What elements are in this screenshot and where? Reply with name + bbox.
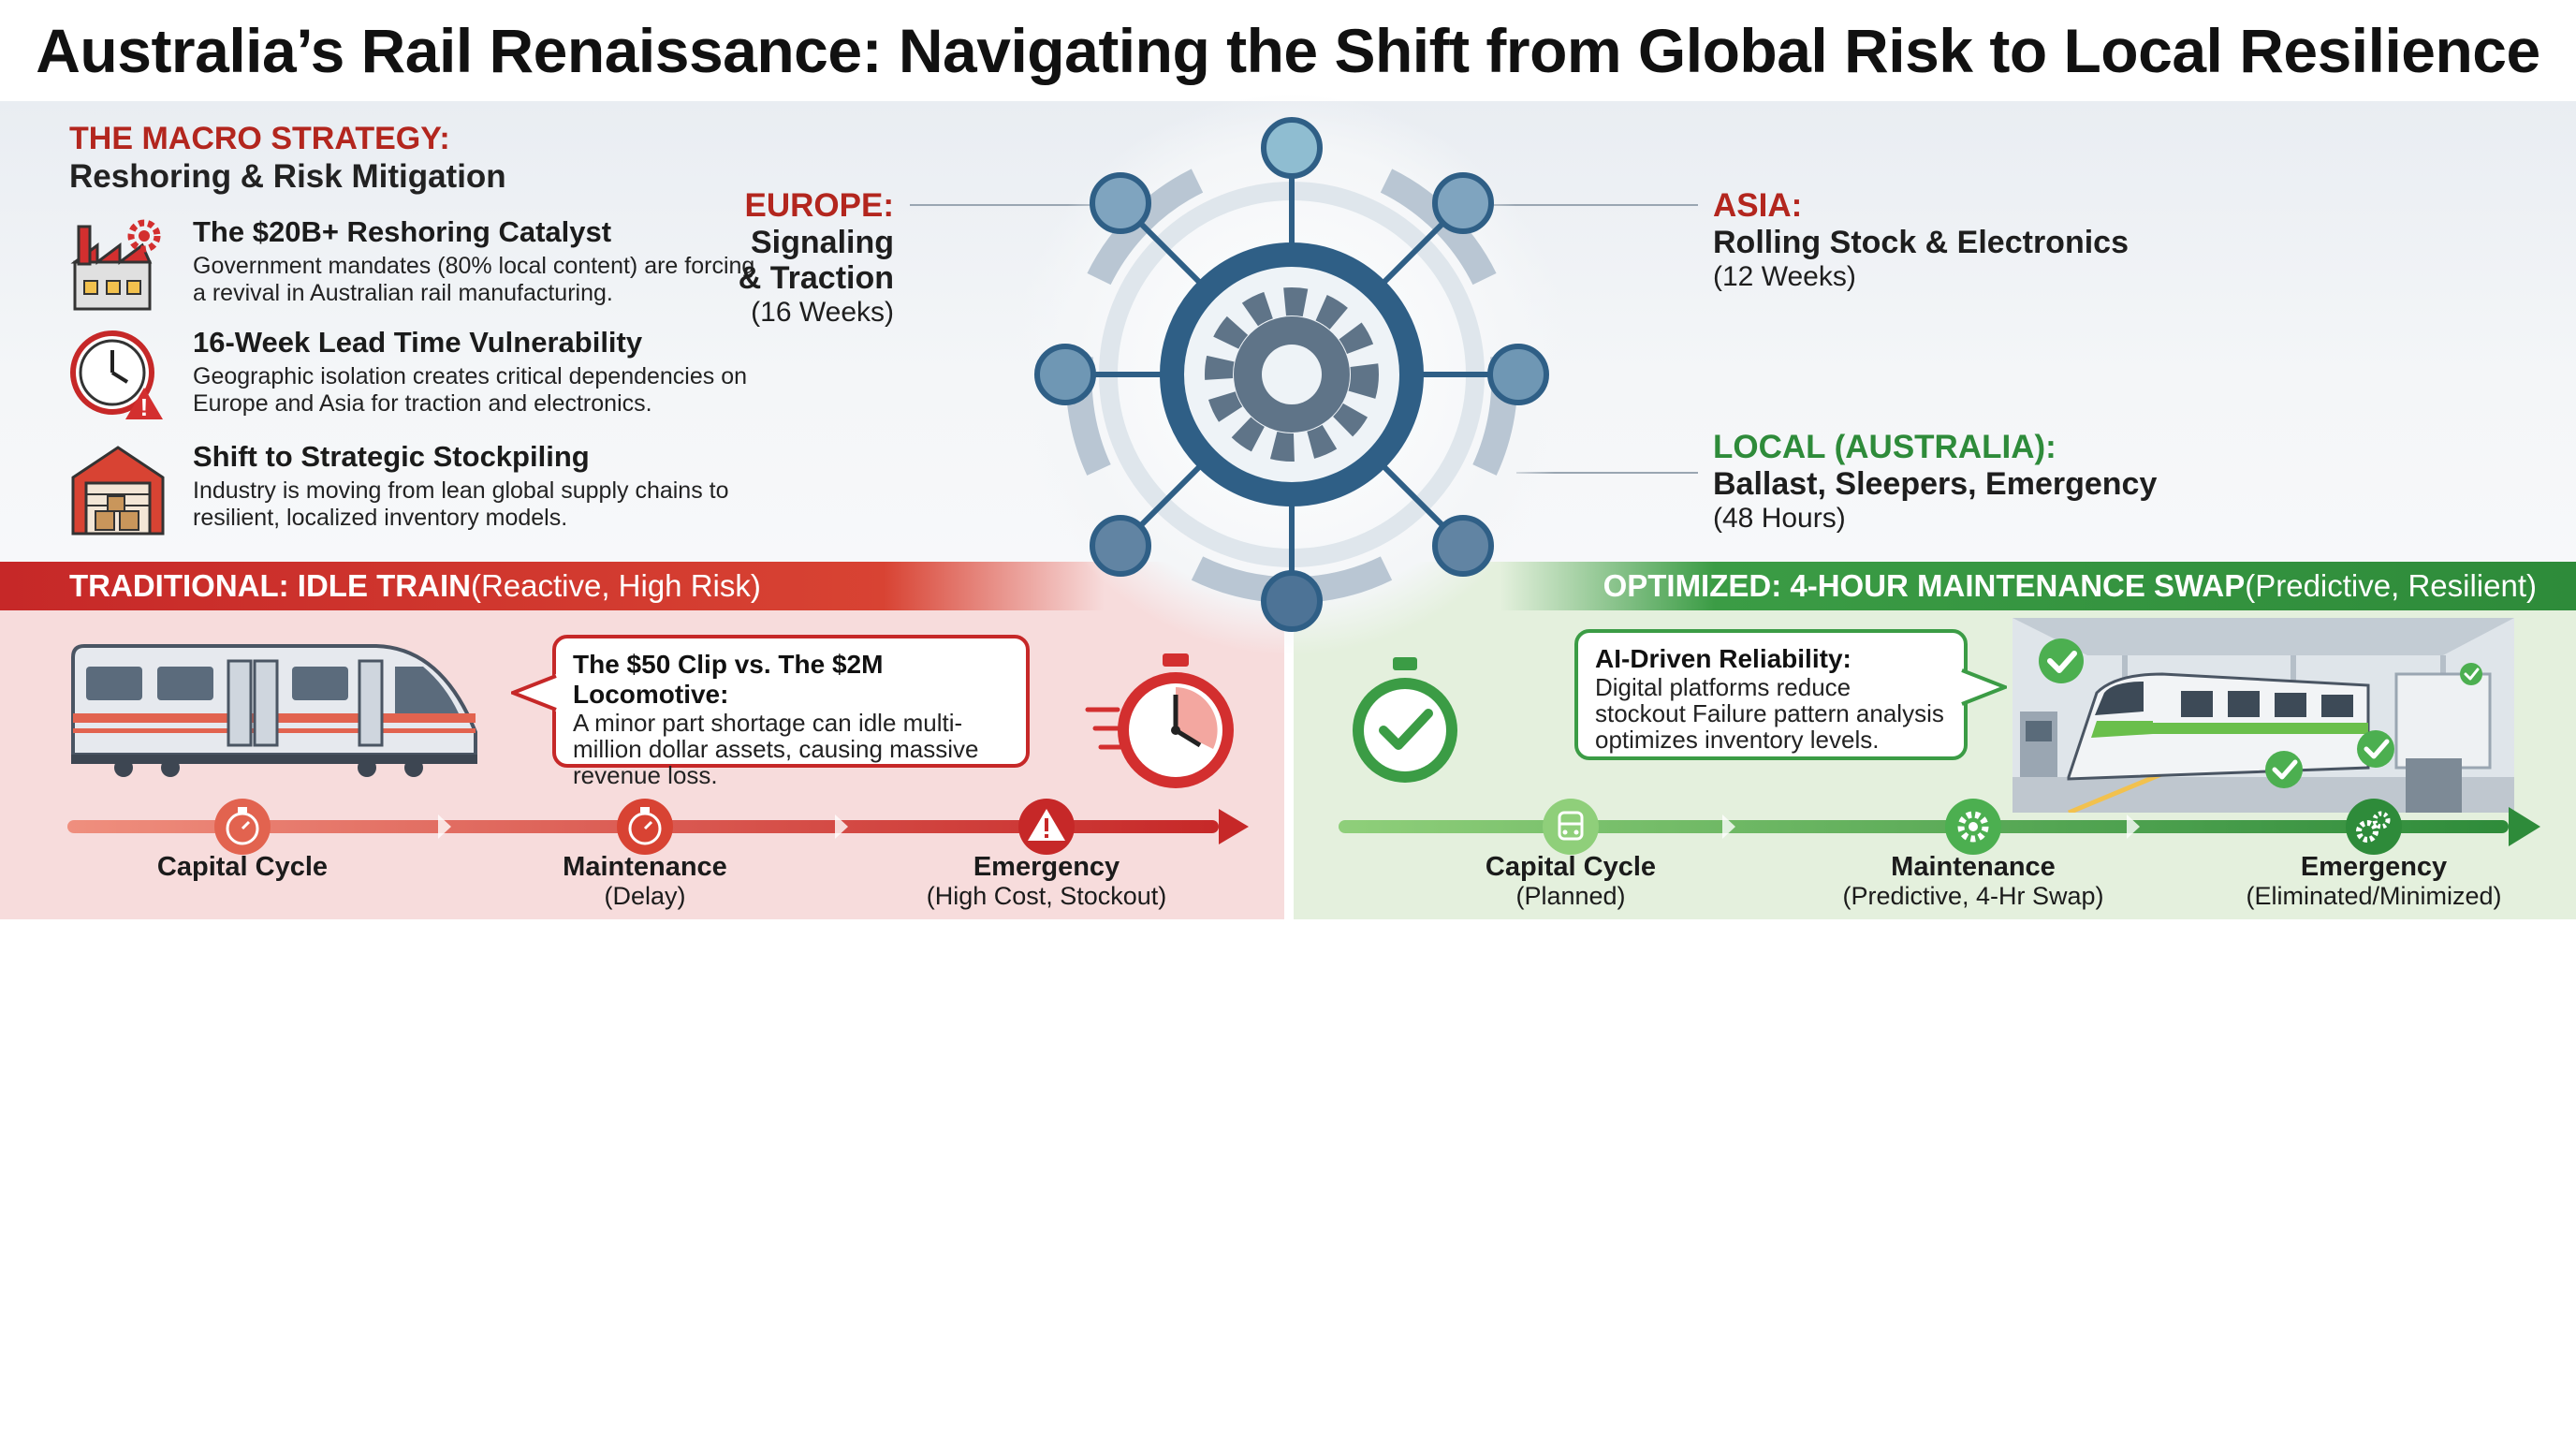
train-icon xyxy=(1543,799,1599,855)
region-name: EUROPE: xyxy=(744,187,894,224)
local-leader-line xyxy=(1516,472,1698,474)
green-stopwatch-icon xyxy=(1353,657,1457,783)
stopwatch-icon xyxy=(617,799,673,855)
macro-item-text: Geographic isolation creates critical de… xyxy=(193,363,748,417)
svg-text:!: ! xyxy=(140,393,149,421)
region-desc: Ballast, Sleepers, Emergency xyxy=(1713,466,2158,502)
stage-desc: (Eliminated/Minimized) xyxy=(2246,882,2502,910)
traditional-header: TRADITIONAL: IDLE TRAIN (Reactive, High … xyxy=(0,562,1105,610)
stage-desc: (Delay) xyxy=(604,882,686,910)
optimized-header-bold: OPTIMIZED: 4-HOUR MAINTENANCE SWAP xyxy=(1603,568,2246,603)
macro-item-lead-time: ! 16-Week Lead Time Vulnerability Geogra… xyxy=(69,326,762,429)
callout-pointer xyxy=(511,674,557,712)
region-lead-time: (12 Weeks) xyxy=(1713,261,1856,292)
macro-item-stockpiling: Shift to Strategic Stockpiling Industry … xyxy=(69,440,762,543)
stage-name: Maintenance xyxy=(563,852,727,882)
page-title: Australia’s Rail Renaissance: Navigating… xyxy=(36,16,2540,85)
callout-text: Digital platforms reduce stockout Failur… xyxy=(1595,673,1944,754)
traditional-stage-capital: Capital Cycle xyxy=(93,852,392,882)
stage-desc: (Predictive, 4-Hr Swap) xyxy=(1842,882,2104,910)
gears-icon xyxy=(2346,799,2402,855)
region-lead-time: (48 Hours) xyxy=(1713,503,1846,534)
checkmark-icon xyxy=(2357,730,2394,768)
callout-text: A minor part shortage can idle multi-mil… xyxy=(573,709,979,789)
asia-leader-line xyxy=(1490,204,1698,206)
traditional-header-bold: TRADITIONAL: IDLE TRAIN xyxy=(69,568,471,603)
stage-desc: (Planned) xyxy=(1515,882,1626,910)
red-stopwatch-icon xyxy=(1085,653,1234,788)
macro-heading: THE MACRO STRATEGY: xyxy=(69,121,450,156)
optimized-band: OPTIMIZED: 4-HOUR MAINTENANCE SWAP (Pred… xyxy=(1294,562,2576,919)
supply-hub-diagram xyxy=(1011,94,1573,655)
optimized-stage-maintenance: Maintenance (Predictive, 4-Hr Swap) xyxy=(1823,852,2123,910)
idle-train-illustration xyxy=(71,644,477,777)
traditional-callout: The $50 Clip vs. The $2M Locomotive: A m… xyxy=(552,635,1030,788)
optimized-header: OPTIMIZED: 4-HOUR MAINTENANCE SWAP (Pred… xyxy=(1500,562,2576,610)
region-name: ASIA: xyxy=(1713,187,1803,224)
macro-item-title: The $20B+ Reshoring Catalyst xyxy=(193,215,612,248)
region-asia: ASIA: Rolling Stock & Electronics (12 We… xyxy=(1713,187,2237,294)
macro-item-text: Industry is moving from lean global supp… xyxy=(193,477,729,531)
callout-pointer xyxy=(1961,668,2007,706)
maintenance-depot-illustration xyxy=(2012,618,2514,813)
region-name: LOCAL (AUSTRALIA): xyxy=(1713,429,2056,465)
hub-nodes xyxy=(1034,117,1549,632)
warehouse-icon xyxy=(71,446,165,536)
region-europe: EUROPE: Signaling & Traction (16 Weeks) xyxy=(721,187,894,330)
optimized-timeline xyxy=(1339,799,2540,855)
europe-leader-line xyxy=(910,204,1091,206)
callout-title: The $50 Clip vs. The $2M Locomotive: xyxy=(573,650,884,709)
stopwatch-icon xyxy=(214,799,271,855)
region-desc: Rolling Stock & Electronics xyxy=(1713,225,2129,260)
warning-icon xyxy=(1018,799,1075,855)
optimized-callout: AI-Driven Reliability: Digital platforms… xyxy=(1574,629,1968,760)
factory-gear-icon xyxy=(70,219,161,311)
title-bar: Australia’s Rail Renaissance: Navigating… xyxy=(0,0,2576,101)
clock-warning-icon: ! xyxy=(70,330,163,421)
macro-item-text: Government mandates (80% local content) … xyxy=(193,253,755,306)
stage-name: Emergency xyxy=(2300,852,2448,882)
traditional-timeline xyxy=(67,799,1249,855)
traditional-stage-emergency: Emergency (High Cost, Stockout) xyxy=(897,852,1196,910)
macro-subheading: Reshoring & Risk Mitigation xyxy=(69,158,506,195)
checkmark-icon xyxy=(2460,663,2482,685)
macro-strategy: THE MACRO STRATEGY: Reshoring & Risk Mit… xyxy=(69,120,762,197)
stage-name: Emergency xyxy=(973,852,1120,882)
gear-icon xyxy=(1945,799,2001,855)
stage-name: Capital Cycle xyxy=(156,852,329,882)
macro-item-title: Shift to Strategic Stockpiling xyxy=(193,440,590,473)
macro-item-title: 16-Week Lead Time Vulnerability xyxy=(193,326,643,359)
traditional-band: TRADITIONAL: IDLE TRAIN (Reactive, High … xyxy=(0,562,1284,919)
stage-name: Maintenance xyxy=(1891,852,2056,882)
traditional-header-rest: (Reactive, High Risk) xyxy=(470,568,761,603)
callout-title: AI-Driven Reliability: xyxy=(1595,644,1852,673)
optimized-header-rest: (Predictive, Resilient) xyxy=(2245,568,2537,603)
region-lead-time: (16 Weeks) xyxy=(751,297,894,328)
checkmark-icon xyxy=(2265,751,2303,788)
macro-item-reshoring: The $20B+ Reshoring Catalyst Government … xyxy=(69,215,762,318)
traditional-stage-maintenance: Maintenance (Delay) xyxy=(495,852,795,910)
optimized-stage-capital: Capital Cycle (Planned) xyxy=(1421,852,1720,910)
stage-name: Capital Cycle xyxy=(1485,852,1657,882)
stage-desc: (High Cost, Stockout) xyxy=(926,882,1167,910)
checkmark-icon xyxy=(2039,638,2084,683)
region-desc: Signaling & Traction xyxy=(738,225,894,296)
optimized-stage-emergency: Emergency (Eliminated/Minimized) xyxy=(2224,852,2524,910)
gear-icon xyxy=(1205,287,1379,462)
region-local: LOCAL (AUSTRALIA): Ballast, Sleepers, Em… xyxy=(1713,429,2237,536)
